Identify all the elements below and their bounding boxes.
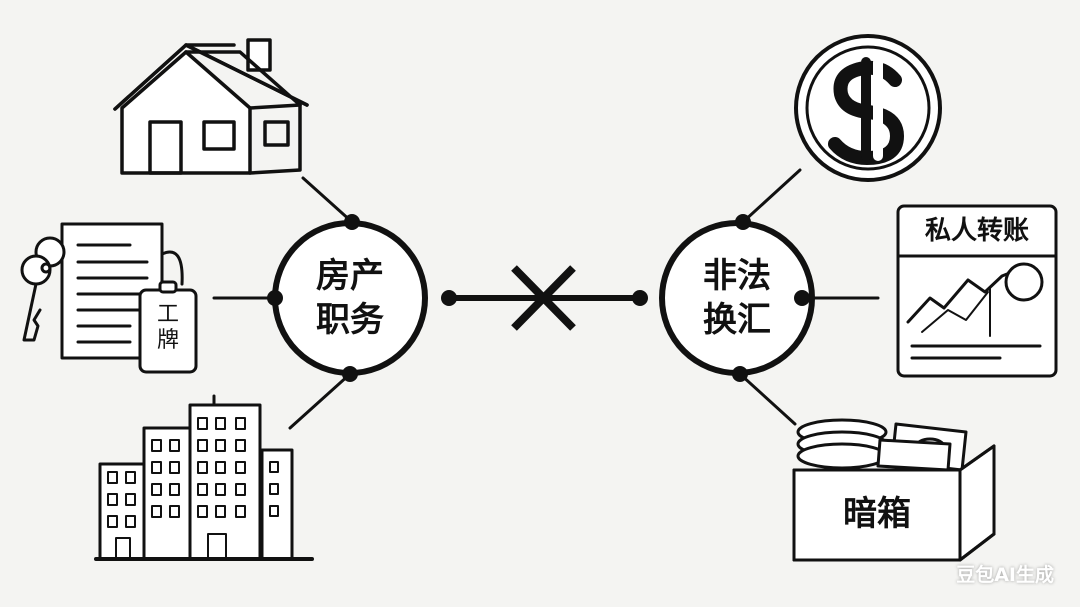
badge-label: 工 牌 bbox=[148, 302, 188, 354]
right-hub-label: 非法 换汇 bbox=[677, 254, 797, 342]
money-box-label: 暗箱 bbox=[794, 492, 960, 536]
money-box-icon bbox=[794, 420, 994, 560]
right-hub-line1: 非法 bbox=[677, 254, 797, 298]
watermark: 豆包AI生成 bbox=[956, 560, 1054, 587]
right-hub-line2: 换汇 bbox=[677, 298, 797, 342]
left-hub-line1: 房产 bbox=[290, 254, 410, 298]
badge-line2: 牌 bbox=[148, 328, 188, 354]
dollar-coin-icon bbox=[796, 36, 940, 180]
transfer-panel-title: 私人转账 bbox=[898, 214, 1056, 248]
badge-line1: 工 bbox=[148, 302, 188, 328]
left-hub-line2: 职务 bbox=[290, 298, 410, 342]
left-hub-label: 房产 职务 bbox=[290, 254, 410, 342]
buildings-icon bbox=[96, 396, 312, 559]
house-icon bbox=[115, 40, 307, 173]
